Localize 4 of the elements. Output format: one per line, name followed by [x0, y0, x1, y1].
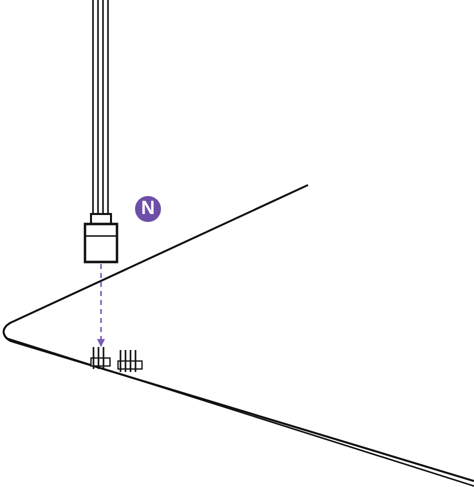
pin-header-drawing: [90, 346, 112, 370]
arrow: [97, 264, 105, 347]
cable-connector-drawing: [82, 0, 120, 264]
callout-letter: N: [135, 196, 161, 222]
